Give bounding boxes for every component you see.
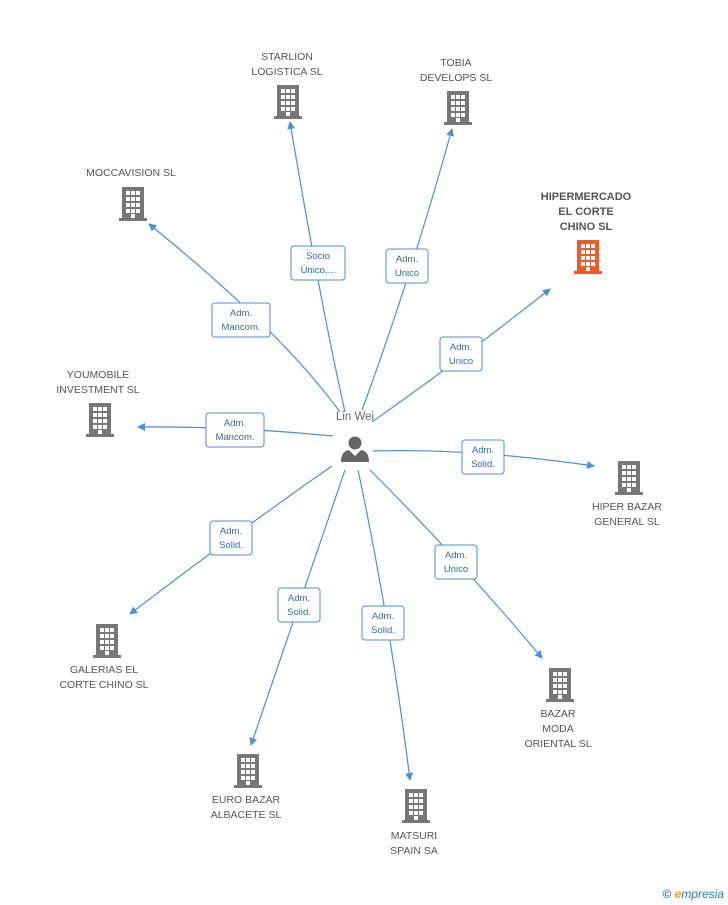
- building-icon: [119, 187, 147, 221]
- company-name-line: DEVELOPS SL: [420, 72, 493, 84]
- building-icon: [574, 240, 602, 274]
- company-node-eurobazar[interactable]: EURO BAZAR ALBACETE SL: [211, 754, 282, 821]
- company-name-line: STARLION: [261, 51, 313, 63]
- role-text-line: Adm.: [450, 342, 472, 353]
- role-box: [439, 336, 483, 372]
- edge-starlion: [287, 121, 346, 413]
- role-badge-moccavision[interactable]: Adm. Mancom.: [211, 302, 271, 338]
- role-badge-youmobile[interactable]: Adm. Mancom.: [205, 412, 265, 448]
- company-node-starlion[interactable]: STARLION LOGISTICA SL: [251, 51, 323, 119]
- company-name-line: MATSURI: [391, 830, 437, 842]
- role-text-line: Adm.: [230, 308, 252, 319]
- role-text-line: Unico: [444, 564, 468, 575]
- building-icon: [444, 91, 472, 125]
- role-text-line: Solid.: [219, 540, 243, 551]
- company-name-line: LOGISTICA SL: [251, 66, 322, 78]
- role-text-line: Solid.: [471, 459, 495, 470]
- role-box: [361, 605, 405, 641]
- company-name-line: EURO BAZAR: [212, 794, 281, 806]
- role-text-line: Adm.: [372, 611, 394, 622]
- building-icon: [546, 668, 574, 702]
- person-node[interactable]: Lin Wei: [336, 411, 374, 462]
- company-name-line: SPAIN SA: [390, 845, 438, 857]
- role-box: [385, 248, 429, 284]
- company-name-line: MOCCAVISION SL: [86, 167, 176, 179]
- person-name: Lin Wei: [336, 411, 374, 423]
- company-node-moccavision[interactable]: MOCCAVISION SL: [86, 167, 176, 221]
- building-icon: [402, 789, 430, 823]
- nodes-layer: STARLION LOGISTICA SL TOBIA DEVELOPS SL MOCC…: [56, 51, 662, 857]
- role-text-line: Adm.: [472, 445, 494, 456]
- company-node-hiperbazar[interactable]: HIPER BAZAR GENERAL SL: [592, 461, 662, 528]
- building-icon: [86, 403, 114, 437]
- brand-name: mpresia: [681, 887, 724, 901]
- role-text-line: Unico: [449, 356, 473, 367]
- role-box: [277, 587, 321, 623]
- role-text-line: Socio: [306, 251, 330, 262]
- role-text-line: Adm.: [224, 418, 246, 429]
- building-icon: [93, 624, 121, 658]
- role-text-line: Solid.: [371, 625, 395, 636]
- role-badge-galerias[interactable]: Adm. Solid.: [209, 520, 253, 556]
- company-node-tobia[interactable]: TOBIA DEVELOPS SL: [420, 57, 493, 125]
- company-name-line: ALBACETE SL: [211, 809, 282, 821]
- role-text-line: Mancom.: [221, 322, 260, 333]
- person-icon: [341, 436, 369, 462]
- role-text-line: Mancom.: [215, 432, 254, 443]
- company-node-hipermercado[interactable]: HIPERMERCADO EL CORTE CHINO SL: [541, 191, 632, 274]
- empresia-logo[interactable]: © empresia: [662, 887, 724, 901]
- role-text-line: Adm.: [220, 526, 242, 537]
- company-name-line: EL CORTE: [558, 206, 613, 218]
- company-name-line: MODA: [542, 723, 574, 735]
- company-name-line: GALERIAS EL: [70, 664, 138, 676]
- role-box: [290, 245, 346, 281]
- role-text-line: Adm.: [396, 254, 418, 265]
- role-badge-hipermercado[interactable]: Adm. Unico: [439, 336, 483, 372]
- role-text-line: Adm.: [445, 550, 467, 561]
- company-name-line: BAZAR: [540, 708, 575, 720]
- building-icon: [615, 461, 643, 495]
- company-name-line: YOUMOBILE: [67, 369, 129, 381]
- company-name-line: INVESTMENT SL: [56, 384, 139, 396]
- copyright-icon: ©: [662, 887, 672, 901]
- role-box: [211, 302, 271, 338]
- company-node-galerias[interactable]: GALERIAS EL CORTE CHINO SL: [59, 624, 149, 691]
- company-node-bazarmoda[interactable]: BAZAR MODA ORIENTAL SL: [524, 668, 592, 750]
- building-icon: [274, 85, 302, 119]
- role-badge-bazarmoda[interactable]: Adm. Unico: [434, 544, 478, 580]
- role-badge-matsuri[interactable]: Adm. Solid.: [361, 605, 405, 641]
- role-badge-hiperbazar[interactable]: Adm. Solid.: [461, 439, 505, 475]
- role-box: [461, 439, 505, 475]
- company-name-line: HIPERMERCADO: [541, 191, 632, 203]
- role-box: [205, 412, 265, 448]
- company-name-line: CORTE CHINO SL: [59, 679, 148, 691]
- building-icon: [234, 754, 262, 788]
- role-badge-tobia[interactable]: Adm. Unico: [385, 248, 429, 284]
- company-name-line: GENERAL SL: [594, 516, 660, 528]
- company-name-line: CHINO SL: [560, 221, 613, 233]
- role-text-line: Adm.: [288, 593, 310, 604]
- roles-layer: SocioÚnico,...Adm.UnicoAdm.Mancom.Adm.Un…: [205, 245, 505, 641]
- role-text-line: Unico: [395, 268, 419, 279]
- company-name-line: TOBIA: [440, 57, 471, 69]
- role-badge-starlion[interactable]: SocioÚnico,...: [290, 245, 346, 281]
- brand-initial: e: [674, 887, 682, 901]
- role-text-line: Único,...: [301, 265, 336, 276]
- role-box: [209, 520, 253, 556]
- company-node-matsuri[interactable]: MATSURI SPAIN SA: [390, 789, 438, 857]
- company-name-line: HIPER BAZAR: [592, 501, 662, 513]
- role-text-line: Solid.: [287, 607, 311, 618]
- role-box: [434, 544, 478, 580]
- company-node-youmobile[interactable]: YOUMOBILE INVESTMENT SL: [56, 369, 140, 437]
- company-name-line: ORIENTAL SL: [524, 738, 591, 750]
- role-badge-eurobazar[interactable]: Adm. Solid.: [277, 587, 321, 623]
